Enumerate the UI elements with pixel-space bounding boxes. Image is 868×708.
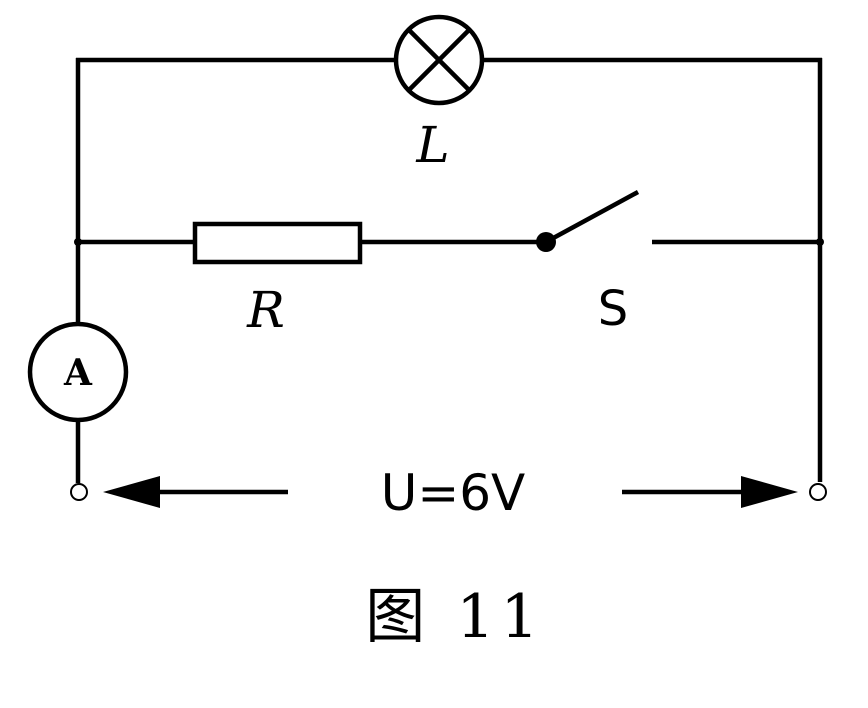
terminal-right [809,483,827,501]
ammeter-icon: A [27,321,129,423]
voltage-label: U=6V [381,464,526,522]
lamp-label: L [415,116,449,174]
voltage-arrow-left [103,476,288,508]
resistor-switch-branch: R S [74,190,824,339]
ammeter-label: A [63,352,93,394]
switch-icon [536,190,640,252]
lamp-icon [393,14,485,106]
figure-caption: 图 11 [365,582,544,652]
junction-left [74,238,82,246]
switch-label: S [598,281,628,337]
terminal-left [70,483,88,501]
voltage-arrow-right [622,476,798,508]
resistor-icon [192,221,363,265]
lamp-branch: L [76,14,822,174]
resistor-label: R [246,281,285,339]
junction-right [816,238,824,246]
